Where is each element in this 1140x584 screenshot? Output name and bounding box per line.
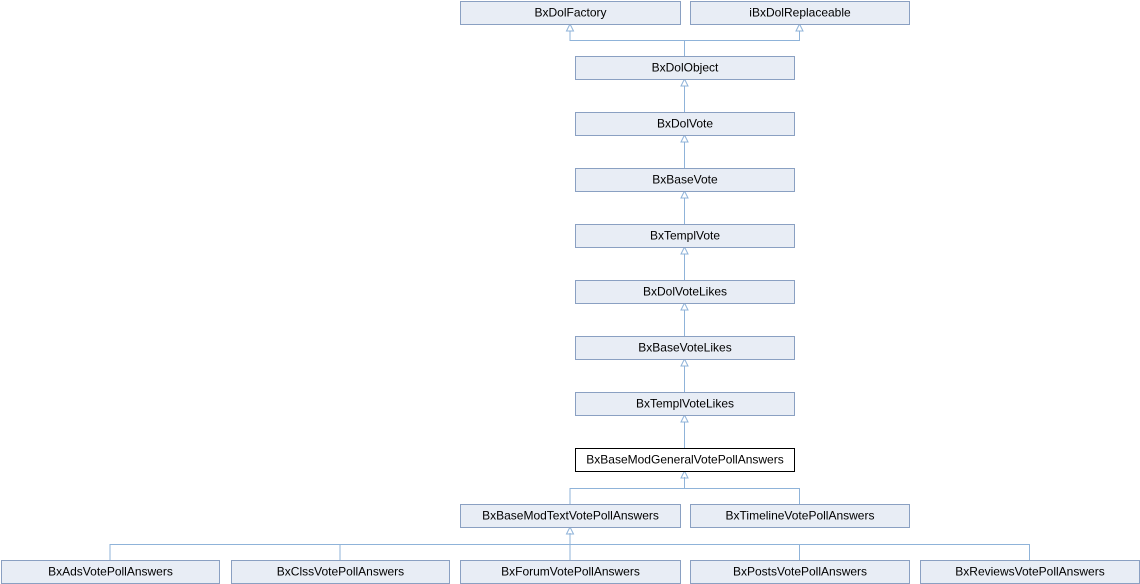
class-node-bx-clss-vote-poll-answers[interactable]: BxClssVotePollAnswers bbox=[231, 560, 450, 584]
class-label: BxPostsVotePollAnswers bbox=[733, 565, 867, 579]
inheritance-arrow-bx-dol-vote bbox=[680, 133, 689, 143]
class-label: BxForumVotePollAnswers bbox=[501, 565, 640, 579]
class-label: BxBaseVoteLikes bbox=[638, 341, 731, 355]
inheritance-arrow-bx-templ-vote-likes bbox=[680, 413, 689, 423]
inheritance-arrow-bx-dol-object bbox=[680, 77, 689, 87]
class-label: BxDolObject bbox=[652, 61, 719, 75]
class-node-bx-base-vote-likes[interactable]: BxBaseVoteLikes bbox=[575, 336, 795, 360]
class-node-bx-templ-vote[interactable]: BxTemplVote bbox=[575, 224, 795, 248]
inheritance-arrow-bx-base-vote bbox=[680, 189, 689, 199]
class-label: BxClssVotePollAnswers bbox=[277, 565, 404, 579]
edge-bx-clss-vote-poll-answers-to-bx-base-mod-text-vote-poll-answers bbox=[339, 533, 571, 560]
inheritance-arrow-bx-base-mod-text-vote-poll-answers bbox=[565, 525, 575, 535]
class-label: BxDolFactory bbox=[534, 6, 606, 20]
class-box bbox=[575, 336, 795, 360]
class-label: BxTimelineVotePollAnswers bbox=[726, 509, 875, 523]
class-label: BxBaseModTextVotePollAnswers bbox=[482, 509, 659, 523]
inheritance-arrow-bx-base-vote-likes bbox=[680, 357, 689, 367]
class-node-bx-reviews-vote-poll-answers[interactable]: BxReviewsVotePollAnswers bbox=[920, 560, 1140, 584]
class-label: BxDolVote bbox=[657, 117, 713, 131]
inheritance-arrow-bx-dol-vote-likes bbox=[680, 301, 689, 311]
class-node-i-bx-dol-replaceable[interactable]: iBxDolReplaceable bbox=[690, 1, 910, 25]
class-box bbox=[575, 168, 795, 192]
class-node-bx-dol-factory[interactable]: BxDolFactory bbox=[460, 1, 681, 25]
edge-bx-timeline-vote-poll-answers-to-bx-base-mod-general-vote-poll-answers bbox=[684, 477, 800, 504]
class-label: iBxDolReplaceable bbox=[749, 6, 851, 20]
class-node-bx-base-mod-text-vote-poll-answers[interactable]: BxBaseModTextVotePollAnswers bbox=[460, 504, 681, 528]
class-label: BxTemplVoteLikes bbox=[636, 397, 734, 411]
class-box bbox=[575, 392, 795, 416]
edge-bx-dol-object-to-i-bx-dol-replaceable bbox=[684, 30, 800, 56]
edge-bx-posts-vote-poll-answers-to-bx-base-mod-text-vote-poll-answers bbox=[569, 533, 800, 560]
inheritance-arrow-bx-templ-vote bbox=[680, 245, 689, 255]
edge-bx-dol-object-to-bx-dol-factory bbox=[569, 30, 685, 56]
class-node-bx-dol-vote[interactable]: BxDolVote bbox=[575, 112, 795, 136]
class-node-bx-dol-vote-likes[interactable]: BxDolVoteLikes bbox=[575, 280, 795, 304]
class-box bbox=[575, 112, 795, 136]
edges-layer bbox=[109, 22, 1030, 560]
class-box bbox=[690, 504, 910, 528]
class-box bbox=[460, 504, 681, 528]
class-box bbox=[690, 1, 910, 25]
class-box bbox=[575, 224, 795, 248]
class-box bbox=[575, 56, 795, 80]
class-label: BxBaseVote bbox=[652, 173, 718, 187]
class-node-bx-timeline-vote-poll-answers[interactable]: BxTimelineVotePollAnswers bbox=[690, 504, 910, 528]
class-label: BxBaseModGeneralVotePollAnswers bbox=[586, 453, 783, 467]
class-node-bx-base-vote[interactable]: BxBaseVote bbox=[575, 168, 795, 192]
class-node-bx-forum-vote-poll-answers[interactable]: BxForumVotePollAnswers bbox=[460, 560, 681, 584]
class-node-bx-templ-vote-likes[interactable]: BxTemplVoteLikes bbox=[575, 392, 795, 416]
class-label: BxAdsVotePollAnswers bbox=[48, 565, 173, 579]
class-label: BxReviewsVotePollAnswers bbox=[955, 565, 1104, 579]
inheritance-arrow-bx-base-mod-general-vote-poll-answers bbox=[680, 469, 689, 479]
class-node-bx-base-mod-general-vote-poll-answers: BxBaseModGeneralVotePollAnswers bbox=[575, 448, 795, 472]
class-node-bx-ads-vote-poll-answers[interactable]: BxAdsVotePollAnswers bbox=[1, 560, 220, 584]
class-node-bx-posts-vote-poll-answers[interactable]: BxPostsVotePollAnswers bbox=[690, 560, 910, 584]
class-label: BxTemplVote bbox=[650, 229, 720, 243]
edge-bx-base-mod-text-vote-poll-answers-to-bx-base-mod-general-vote-poll-answers bbox=[569, 477, 685, 504]
class-box bbox=[460, 1, 681, 25]
inheritance-arrow-bx-dol-factory bbox=[565, 22, 575, 32]
edge-bx-reviews-vote-poll-answers-to-bx-base-mod-text-vote-poll-answers bbox=[569, 533, 1030, 560]
class-box bbox=[575, 448, 795, 472]
class-box bbox=[575, 280, 795, 304]
inheritance-arrow-i-bx-dol-replaceable bbox=[795, 22, 804, 32]
class-label: BxDolVoteLikes bbox=[643, 285, 727, 299]
class-node-bx-dol-object[interactable]: BxDolObject bbox=[575, 56, 795, 80]
